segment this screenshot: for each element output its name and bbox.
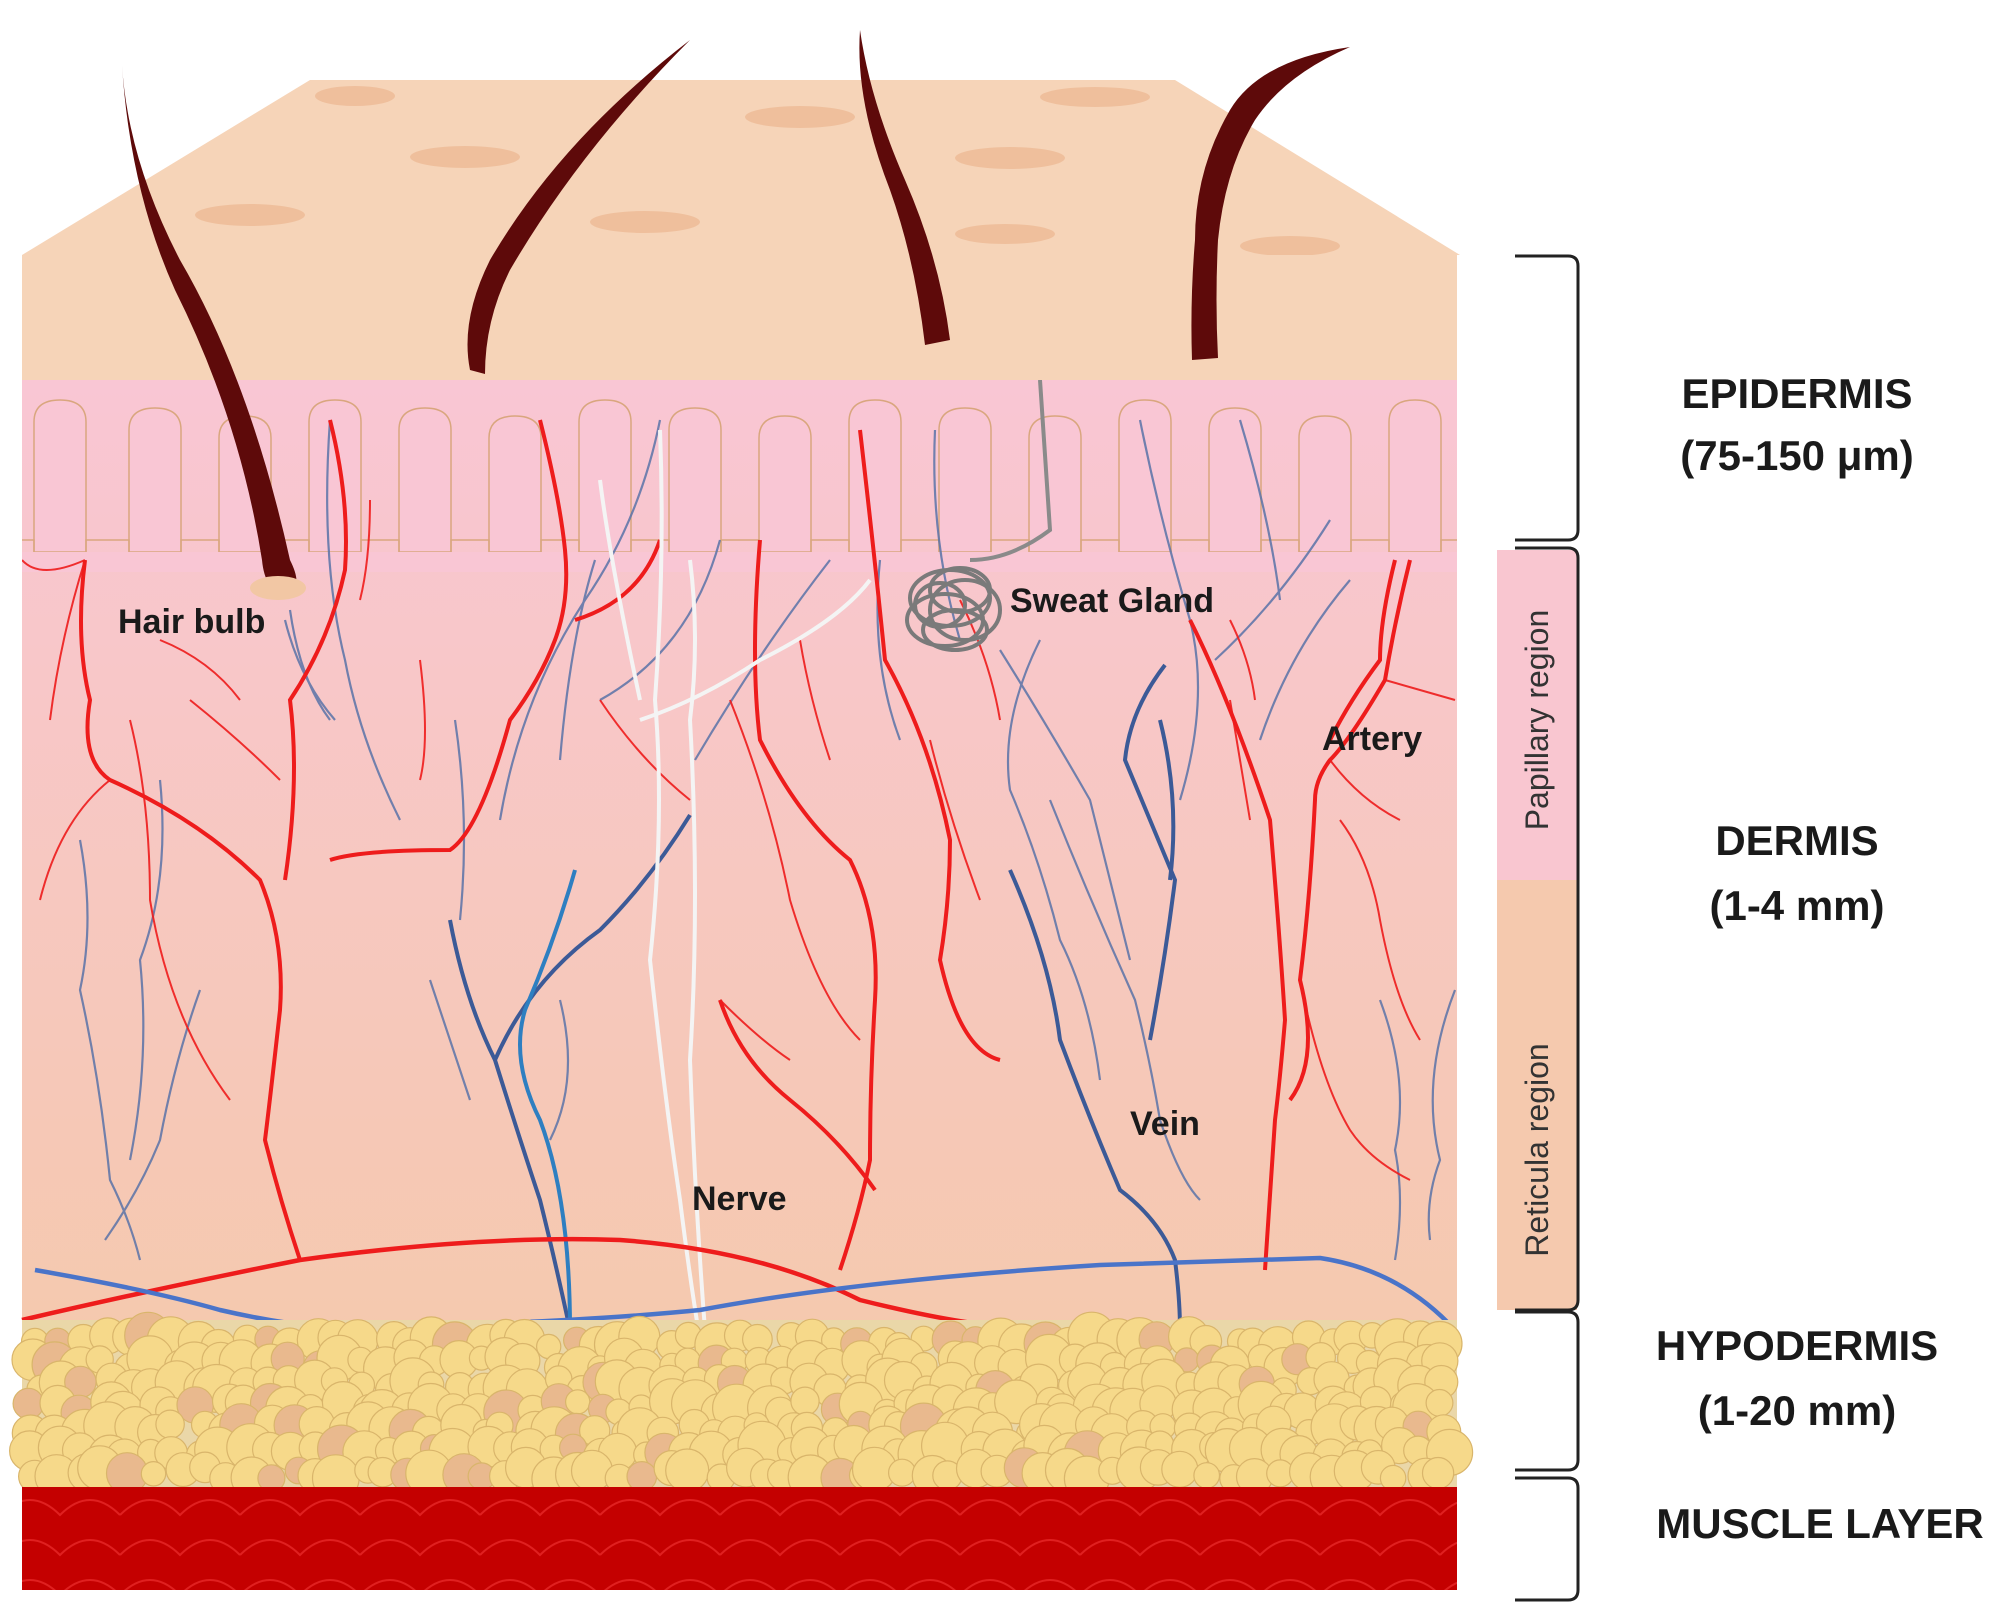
epidermis-title: EPIDERMIS [1681, 370, 1912, 417]
reticular-region-label: Reticula region [1519, 1043, 1555, 1256]
dermis-range: (1-4 mm) [1709, 882, 1884, 929]
hypodermis-title: HYPODERMIS [1656, 1322, 1938, 1369]
fat-cell [665, 1448, 710, 1493]
muscle-layer [22, 1487, 1457, 1590]
dermal-papilla [128, 407, 182, 561]
vein-label: Vein [1130, 1105, 1200, 1143]
fat-cell [1161, 1450, 1199, 1488]
venule-light [518, 869, 577, 1331]
vein-network [78, 419, 1457, 1261]
dermal-papilla [578, 399, 632, 561]
fat-cell [1425, 1388, 1454, 1417]
fat-cell [140, 1461, 167, 1487]
dermal-papilla [33, 399, 87, 561]
hair-bulb [250, 576, 306, 600]
dermis-bracket [1515, 546, 1580, 1312]
hair-3 [859, 30, 950, 345]
dermal-papilla [758, 415, 812, 561]
artery-label: Artery [1322, 720, 1422, 758]
papillary-dermis-fill [22, 552, 1457, 572]
fat-cell [1379, 1464, 1407, 1492]
fat-cells [9, 1311, 1474, 1502]
vessel-network [22, 380, 1457, 1335]
papillary-region-bar [1497, 550, 1577, 880]
reticular-region-bar [1497, 880, 1577, 1310]
epidermis-top-surface [22, 80, 1460, 255]
fat-cell [1193, 1462, 1221, 1489]
dermal-papilla [488, 415, 542, 561]
deep-vein [34, 1255, 1457, 1333]
fat-cell [626, 1460, 658, 1492]
arteriole-network [22, 499, 1456, 1181]
fat-cell [1421, 1456, 1455, 1490]
fat-cell [565, 1389, 591, 1415]
papillary-region-label: Papillary region [1519, 610, 1555, 831]
epidermis-range: (75-150 μm) [1680, 432, 1913, 479]
dermal-papilla [668, 407, 722, 561]
fat-cell [790, 1386, 820, 1416]
epidermis-bracket [1515, 254, 1580, 542]
hypodermis-bracket [1515, 1310, 1580, 1472]
muscle-title: MUSCLE LAYER [1656, 1500, 1984, 1547]
hair-4 [1191, 47, 1350, 360]
muscle-bracket [1515, 1476, 1580, 1602]
sweat-gland-label: Sweat Gland [1010, 582, 1214, 620]
fat-cell [12, 1387, 45, 1420]
fat-cell [887, 1458, 917, 1487]
dermis-title: DERMIS [1715, 817, 1878, 864]
dermal-papilla [308, 399, 362, 561]
nerve-fibers [598, 429, 872, 1335]
vein-main [448, 663, 1182, 1331]
dermal-papilla [848, 399, 902, 561]
dermal-papilla [1208, 407, 1262, 561]
dermal-papilla [1388, 399, 1442, 561]
dermal-papilla [1028, 415, 1082, 561]
dermal-papilla [398, 407, 452, 561]
hair-1 [122, 65, 297, 592]
artery-network [79, 419, 1412, 1271]
layer-brackets [1515, 254, 1580, 1602]
fat-cell [155, 1409, 185, 1440]
sweat-gland-duct [969, 380, 1053, 562]
hair-shafts [122, 30, 1350, 600]
hair-bulb-label: Hair bulb [118, 603, 265, 641]
sweat-gland-coil [905, 566, 1002, 652]
dermal-papillae [22, 399, 1457, 572]
nerve-label: Nerve [692, 1180, 787, 1218]
hypodermis-range: (1-20 mm) [1698, 1387, 1896, 1434]
dermal-papilla [1118, 399, 1172, 561]
dermal-papilla [938, 407, 992, 561]
dermal-papilla [1298, 415, 1352, 561]
